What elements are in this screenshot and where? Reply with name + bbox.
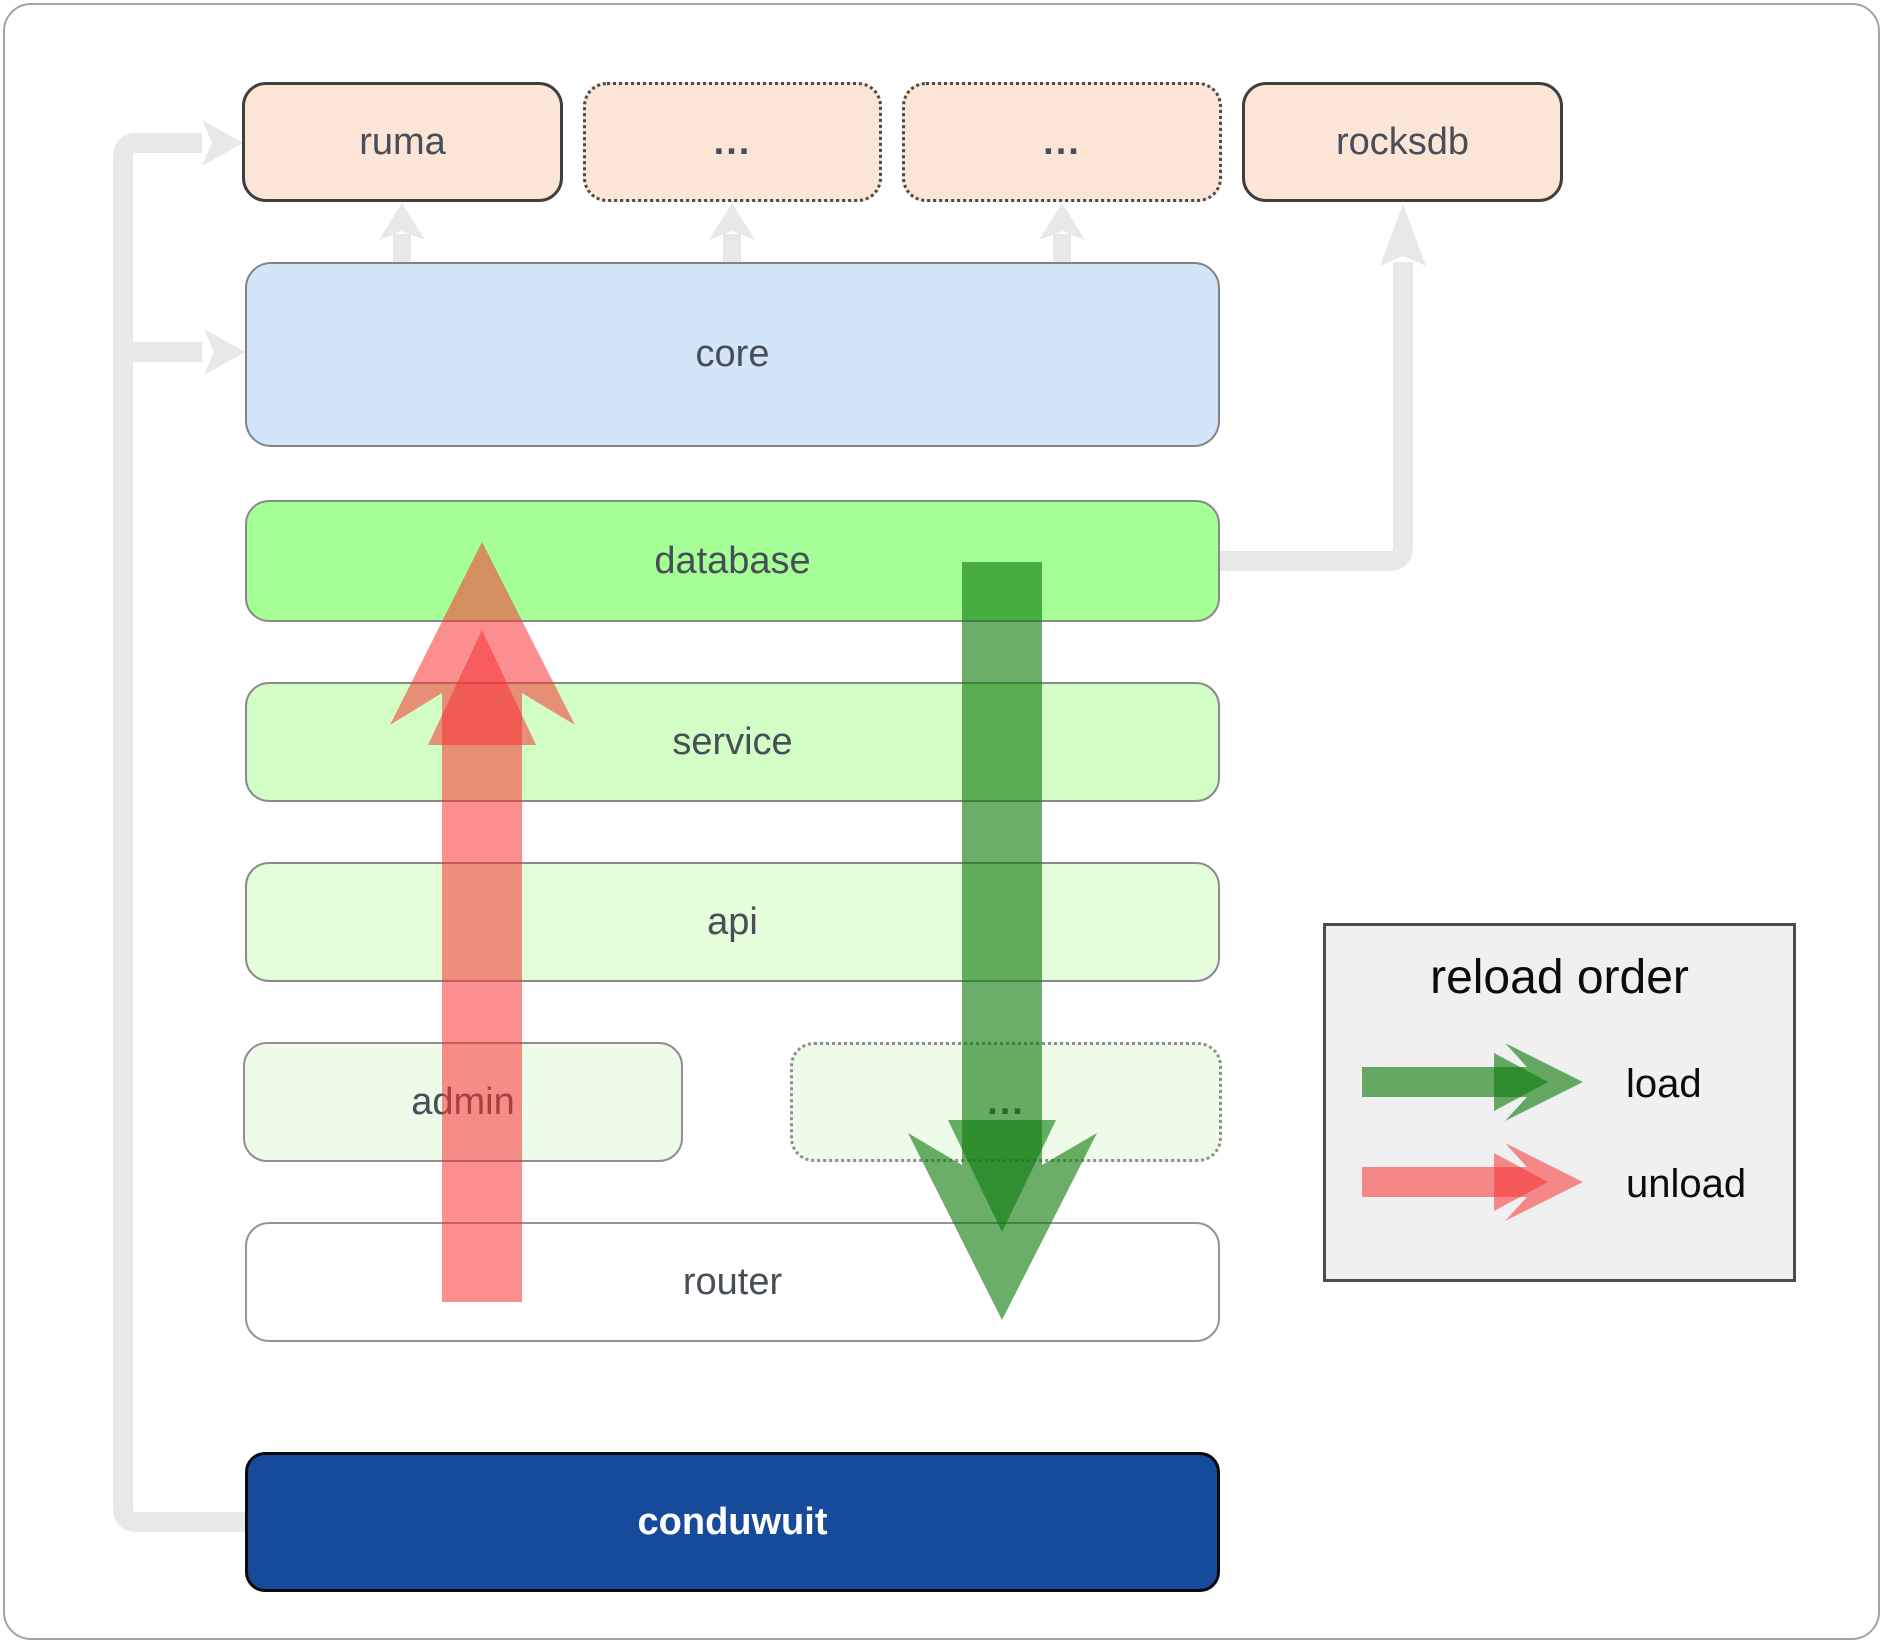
box-database-label: database bbox=[654, 539, 811, 582]
box-core: core bbox=[245, 262, 1220, 447]
box-ruma: ruma bbox=[242, 82, 563, 202]
conduwuit-to-ruma-connector bbox=[113, 133, 245, 1532]
box-router: router bbox=[245, 1222, 1220, 1342]
legend-unload-arrow-icon bbox=[1362, 1143, 1583, 1221]
legend-load-label: load bbox=[1626, 1062, 1702, 1106]
box-rocksdb: rocksdb bbox=[1242, 82, 1563, 202]
core-to-ellipsis2-arrowhead-icon bbox=[1039, 203, 1085, 240]
core-to-ellipsis1-arrowhead-icon bbox=[709, 203, 755, 240]
database-to-rocksdb-connector bbox=[1220, 262, 1413, 571]
box-api: api bbox=[245, 862, 1220, 982]
box-ellipsis-1: ... bbox=[583, 82, 882, 202]
box-ellipsis-2-label: ... bbox=[1043, 120, 1081, 163]
box-core-label: core bbox=[695, 333, 770, 375]
box-service-label: service bbox=[672, 720, 793, 763]
core-to-ruma-arrowhead-icon bbox=[379, 203, 425, 240]
load-arrow-inner-head-icon bbox=[948, 1120, 1056, 1232]
rocksdb-arrowhead-icon bbox=[1380, 204, 1426, 266]
ruma-arrowhead-icon bbox=[202, 120, 243, 166]
unload-arrow bbox=[390, 542, 575, 1302]
legend-unload-arrow-inner-icon bbox=[1494, 1153, 1548, 1211]
box-ruma-label: ruma bbox=[359, 120, 446, 163]
unload-arrow-inner-head-icon bbox=[428, 630, 536, 745]
legend: reload order load unload bbox=[1323, 923, 1796, 1282]
box-router-label: router bbox=[682, 1260, 783, 1303]
legend-load-arrow-inner-icon bbox=[1494, 1053, 1548, 1111]
box-api-label: api bbox=[707, 900, 758, 943]
load-arrow bbox=[908, 562, 1097, 1320]
box-ellipsis-1-label: ... bbox=[713, 120, 752, 163]
box-rocksdb-label: rocksdb bbox=[1335, 120, 1470, 163]
box-database: database bbox=[245, 500, 1220, 622]
box-ellipsis-2: ... bbox=[902, 82, 1222, 202]
box-conduwuit: conduwuit bbox=[245, 1452, 1220, 1592]
legend-title: reload order bbox=[1430, 951, 1689, 1004]
legend-unload-label: unload bbox=[1626, 1162, 1747, 1206]
legend-load-arrow-icon bbox=[1362, 1043, 1583, 1121]
core-arrowhead-icon bbox=[204, 329, 245, 375]
box-conduwuit-label: conduwuit bbox=[637, 1500, 828, 1543]
